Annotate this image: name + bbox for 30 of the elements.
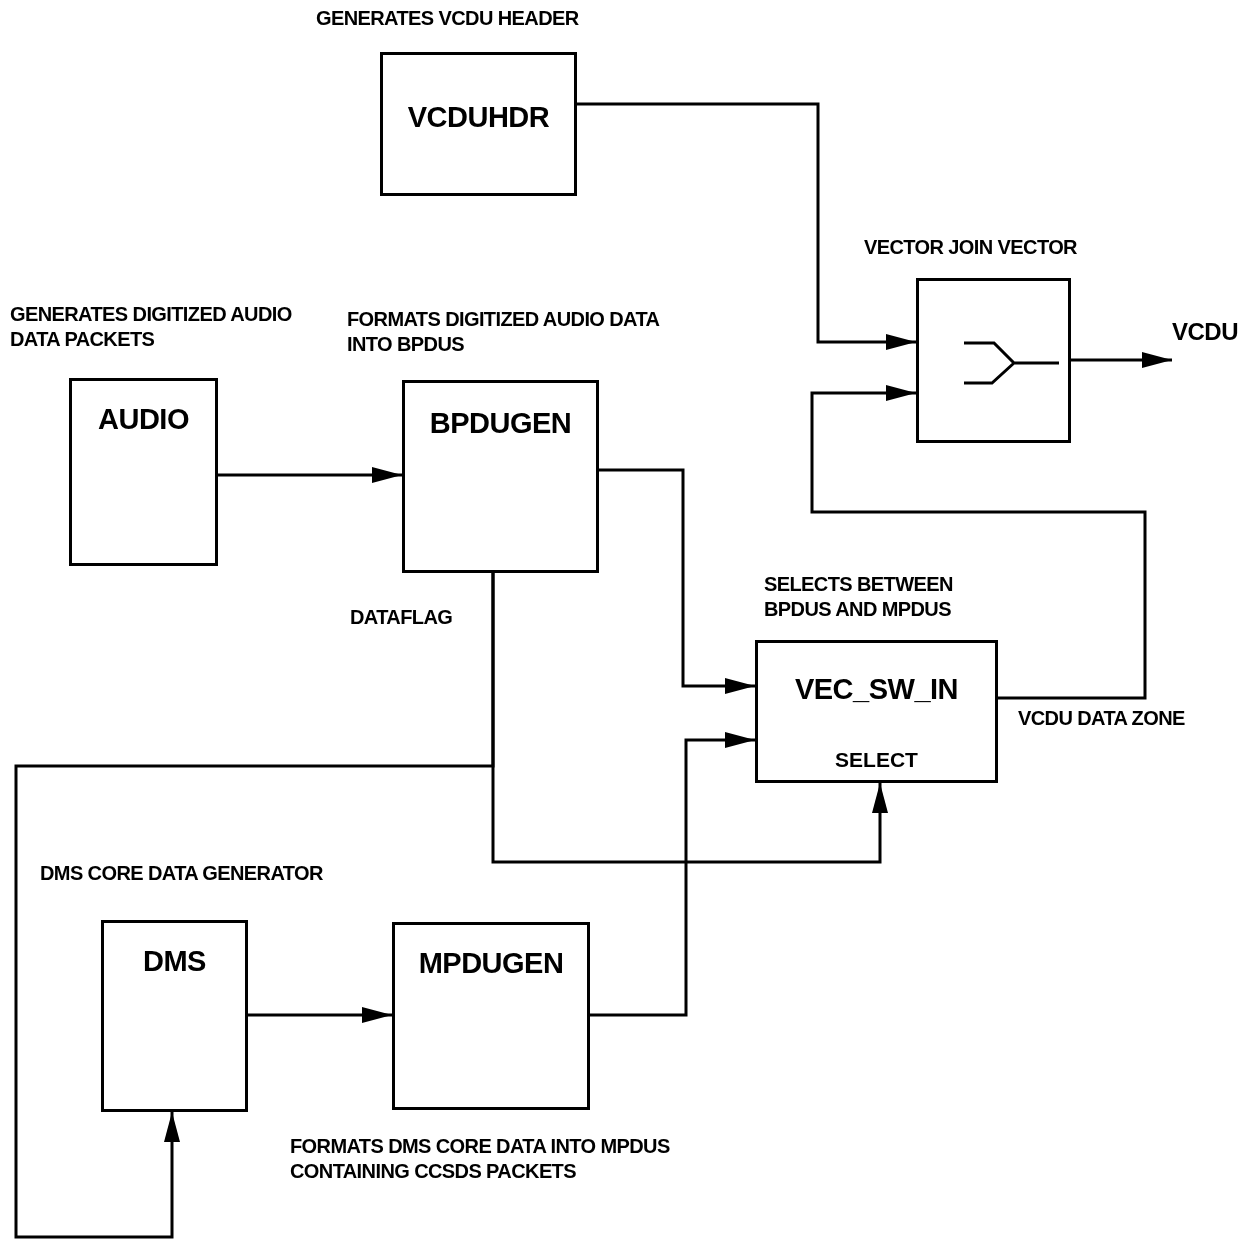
process-box [402, 380, 599, 573]
block-name: BPDUGEN [428, 407, 573, 440]
arrow [248, 1007, 392, 1023]
block-name: DMS [142, 945, 207, 978]
port-label: SELECT [834, 748, 919, 772]
output-label: VCDU [1172, 318, 1239, 346]
node-caption: GENERATES VCDU HEADER [316, 6, 580, 31]
process-box [755, 640, 998, 783]
node-caption: DMS CORE DATA GENERATOR [40, 861, 324, 886]
block-name: VEC_SW_IN [793, 673, 960, 706]
arrow [1071, 352, 1172, 368]
node-caption: SELECTS BETWEEN BPDUS AND MPDUS [764, 572, 954, 622]
join-box [916, 278, 1071, 443]
process-box [380, 52, 577, 196]
arrow [590, 732, 755, 1017]
block-name: VCDUHDR [406, 101, 551, 134]
arrow [599, 468, 755, 694]
arrow [218, 467, 402, 483]
block-name: MPDUGEN [417, 947, 565, 980]
arrow [14, 573, 495, 1239]
arrow [810, 385, 1147, 700]
node-caption: FORMATS DMS CORE DATA INTO MPDUS CONTAINING CCSDS PACKETS [290, 1134, 671, 1184]
process-box [101, 920, 248, 1112]
process-box [392, 922, 590, 1110]
node-caption: VECTOR JOIN VECTOR [864, 235, 1078, 260]
node-caption: GENERATES DIGITIZED AUDIO DATA PACKETS [10, 302, 293, 352]
process-box [69, 378, 218, 566]
node-caption: FORMATS DIGITIZED AUDIO DATA INTO BPDUS [347, 307, 661, 357]
arrow [577, 102, 916, 350]
block-name: AUDIO [97, 403, 190, 436]
